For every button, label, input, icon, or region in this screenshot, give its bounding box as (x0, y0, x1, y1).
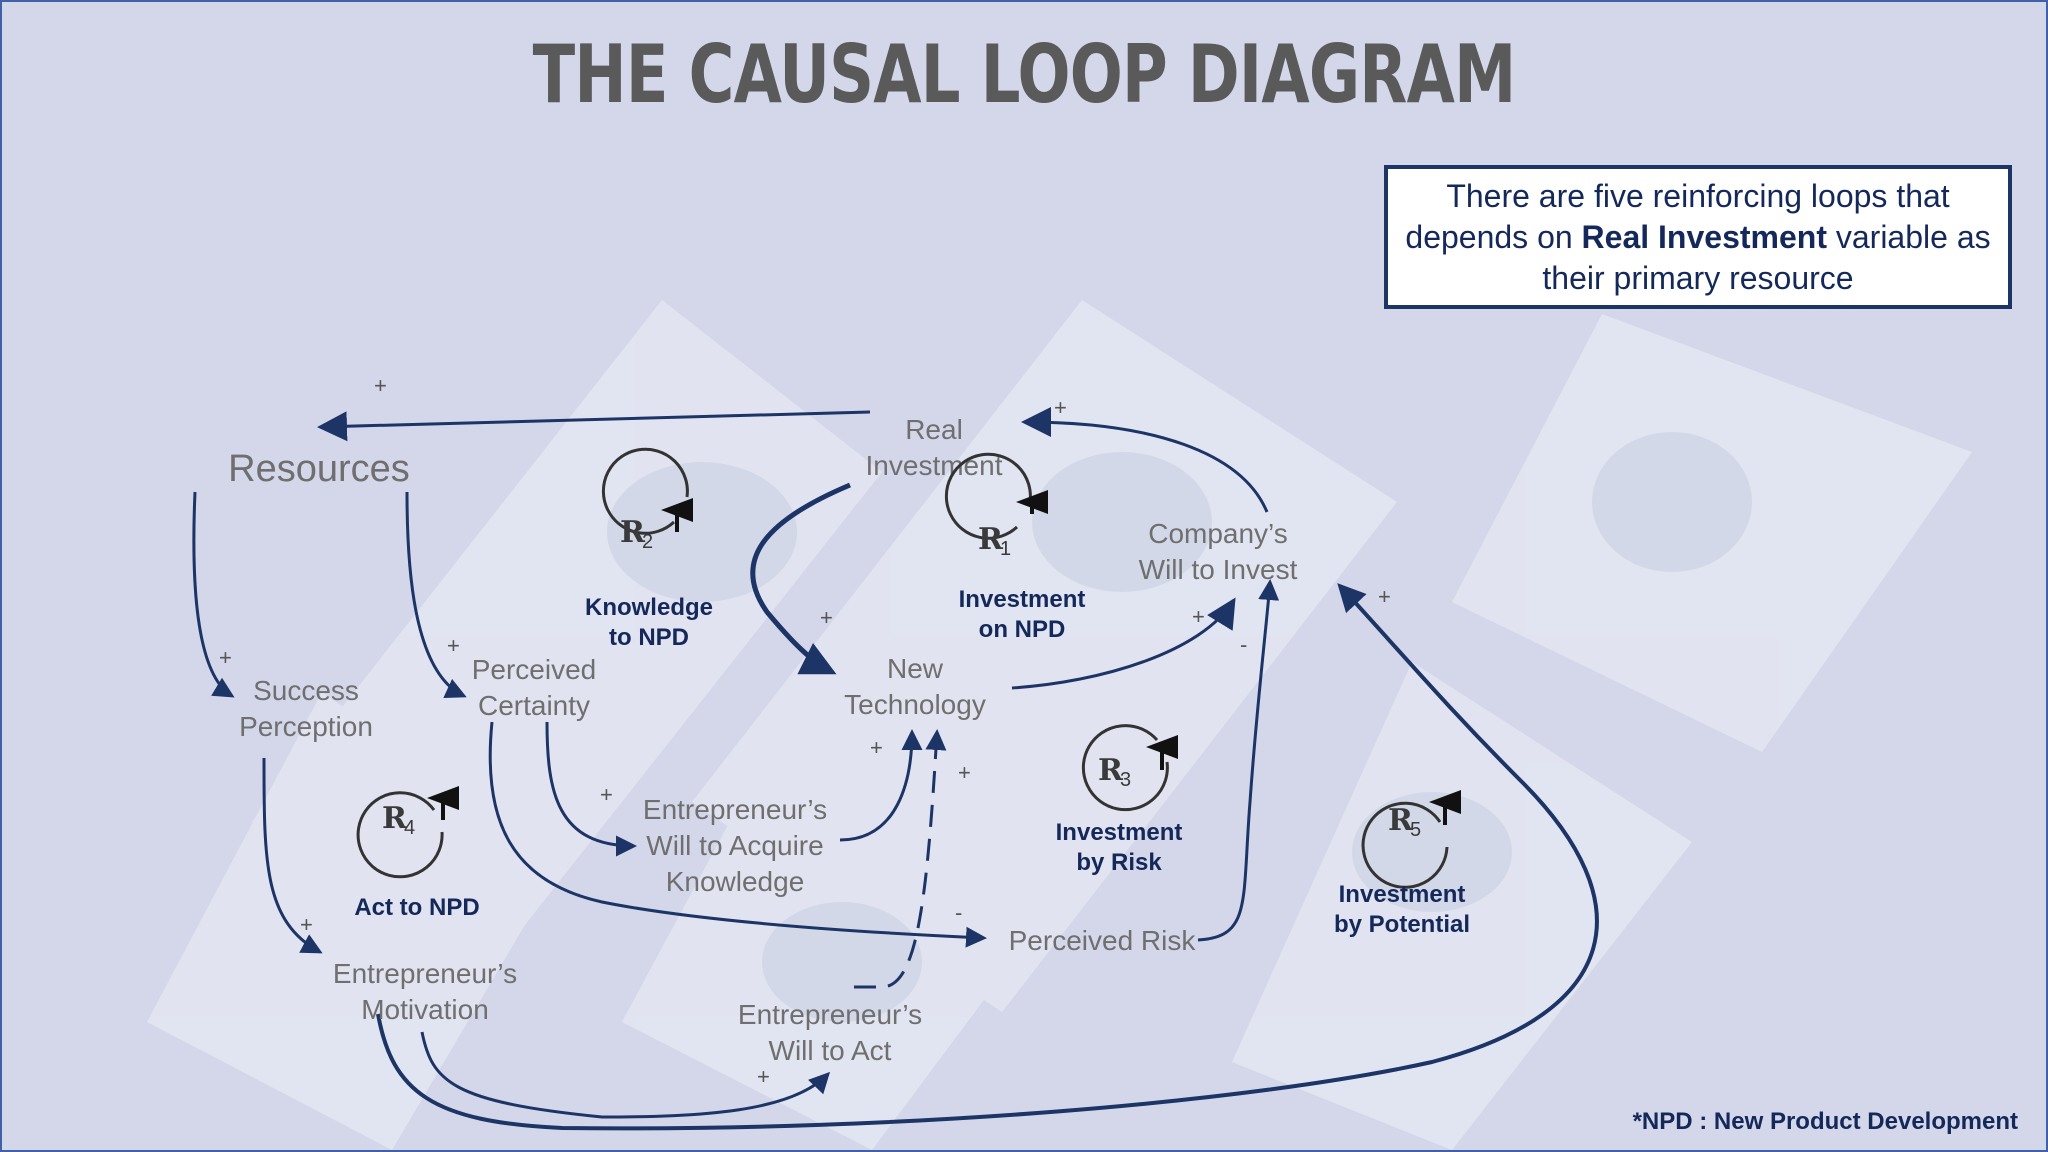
loop-symbol: R (978, 522, 1004, 557)
arrow-perceived-certainty-to-perceived-risk (488, 721, 987, 948)
loop-name: Knowledge (585, 594, 713, 621)
loop-name: on NPD (979, 616, 1066, 643)
loop-name: Investment (1339, 881, 1466, 908)
arrow-will-acquire-to-new-technology (839, 729, 923, 842)
loop-r2: R 2 Knowledge to NPD (585, 447, 713, 651)
node-success-perception-line: Success (253, 675, 359, 706)
node-will-to-act: Entrepreneur’s Will to Act (738, 999, 922, 1066)
node-perceived-certainty: Perceived Certainty (472, 654, 597, 721)
page-title: THE CAUSAL LOOP DIAGRAM (532, 28, 1517, 121)
loop-symbol: R (620, 515, 646, 550)
polarity-sign: + (1192, 604, 1205, 629)
node-real-investment-line: Real (905, 414, 963, 445)
node-will-acquire-line: Entrepreneur’s (643, 794, 827, 825)
node-perceived-certainty-line: Perceived (472, 654, 597, 685)
arrow-perceived-certainty-to-will-acquire (545, 721, 637, 857)
loop-symbol: R (382, 801, 408, 836)
node-company-will-line: Company’s (1148, 518, 1288, 549)
node-will-to-acquire-knowledge: Entrepreneur’s Will to Acquire Knowledge (643, 794, 827, 897)
arrow-success-perception-to-motivation (262, 757, 323, 954)
background-figure (1032, 452, 1212, 592)
arrow-new-technology-to-company-will (1011, 597, 1236, 690)
loop-index: 4 (404, 817, 415, 839)
loop-arrow-icon (944, 452, 1032, 540)
polarity-sign: + (1378, 584, 1391, 609)
arrow-will-act-to-new-technology (854, 729, 947, 989)
footnote: *NPD : New Product Development (1632, 1108, 2018, 1135)
node-new-technology-line: New (887, 653, 944, 684)
loop-arrow-icon (601, 447, 689, 535)
loop-index: 2 (642, 531, 653, 553)
polarity-sign: + (1054, 395, 1067, 420)
polarity-sign: + (447, 633, 460, 658)
loop-name: Act to NPD (354, 894, 479, 921)
loop-arrow-icon (1361, 801, 1449, 889)
arrow-real-investment-to-new-technology (750, 482, 851, 675)
node-company-will-to-invest: Company’s Will to Invest (1139, 518, 1298, 585)
callout-text-before: There are five reinforcing loops that de… (1405, 177, 1950, 255)
arrow-motivation-to-will-act (420, 1031, 831, 1119)
loop-r5: R 5 Investment by Potential (1334, 790, 1470, 938)
loop-index: 1 (1000, 538, 1011, 560)
polarity-sign: + (219, 645, 232, 670)
node-success-perception-line: Perception (239, 711, 373, 742)
arrow-perceived-risk-to-company-will (1197, 579, 1280, 942)
node-motivation-line: Motivation (361, 994, 489, 1025)
loop-name: by Potential (1334, 911, 1470, 938)
node-will-act-line: Will to Act (769, 1035, 892, 1066)
info-callout: There are five reinforcing loops that de… (1384, 165, 2012, 309)
polarity-sign: - (955, 900, 962, 925)
node-real-investment: Real Investment (866, 414, 1003, 481)
background-figure (1352, 792, 1512, 912)
background-figure (607, 462, 797, 602)
loop-name: to NPD (609, 624, 689, 651)
node-resources: Resources (228, 448, 410, 490)
arrow-company-will-to-real-investment (1021, 407, 1269, 513)
callout-text-after: variable as their primary resource (1542, 218, 1991, 296)
polarity-sign: + (374, 373, 387, 398)
node-new-technology: New Technology (844, 653, 986, 720)
polarity-sign: + (820, 605, 833, 630)
node-perceived-risk: Perceived Risk (1009, 925, 1197, 956)
polarity-sign: + (300, 912, 313, 937)
loop-name: Investment (1056, 819, 1183, 846)
polarity-sign: + (757, 1064, 770, 1089)
arrow-real-investment-to-resources (317, 410, 871, 442)
loop-r3: R 3 Investment by Risk (1056, 724, 1183, 876)
arrow-motivation-to-company-will (376, 583, 1599, 1131)
loop-index: 3 (1120, 769, 1131, 791)
loop-arrow-icon (1081, 724, 1169, 812)
node-motivation-line: Entrepreneur’s (333, 958, 517, 989)
node-company-will-line: Will to Invest (1139, 554, 1298, 585)
background-figure (1592, 432, 1752, 572)
loop-arrow-icon (356, 791, 444, 879)
loop-r1: R 1 Investment on NPD (944, 452, 1086, 643)
node-will-acquire-line: Will to Acquire (646, 830, 823, 861)
loop-name: by Risk (1076, 849, 1162, 876)
arrow-resources-to-perceived-certainty (405, 491, 467, 698)
node-will-act-line: Entrepreneur’s (738, 999, 922, 1030)
arrow-resources-to-success-perception (192, 491, 235, 698)
loop-name: Investment (959, 586, 1086, 613)
node-entrepreneur-motivation: Entrepreneur’s Motivation (333, 958, 517, 1025)
loop-r4: R 4 Act to NPD (354, 786, 480, 921)
node-success-perception: Success Perception (239, 675, 373, 742)
loop-symbol: R (1388, 803, 1414, 838)
node-perceived-certainty-line: Certainty (478, 690, 590, 721)
loop-symbol: R (1098, 753, 1124, 788)
node-new-technology-line: Technology (844, 689, 986, 720)
polarity-sign: + (870, 735, 883, 760)
node-will-acquire-line: Knowledge (666, 866, 805, 897)
polarity-sign: + (958, 760, 971, 785)
callout-text-bold: Real Investment (1581, 218, 1827, 255)
polarity-sign: - (1240, 632, 1247, 657)
loop-index: 5 (1410, 819, 1421, 841)
polarity-sign: + (600, 782, 613, 807)
